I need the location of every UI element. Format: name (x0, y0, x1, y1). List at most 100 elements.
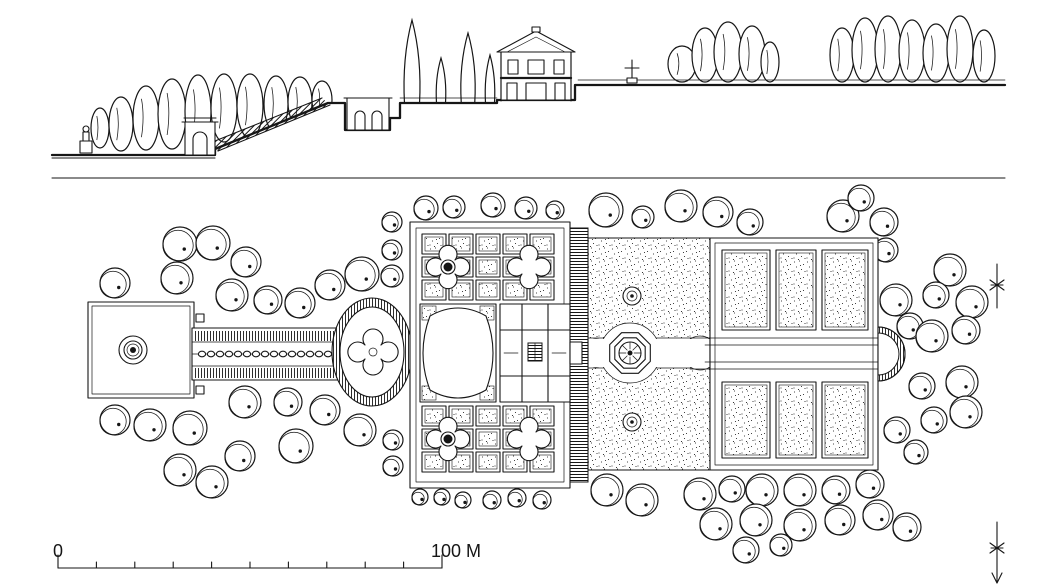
garden-exedra (877, 326, 906, 382)
tree-canopy (532, 490, 552, 510)
tree-canopy (442, 195, 466, 219)
tree-canopy (821, 475, 851, 505)
rosette-petal (632, 355, 639, 362)
scale-tick-group (57, 554, 443, 569)
tree-canopy (514, 196, 538, 220)
tree-canopy (824, 504, 856, 536)
tree-canopy (273, 387, 303, 417)
tree-canopy (855, 469, 885, 499)
parterre-bed (421, 451, 447, 473)
tree-canopy (224, 440, 256, 472)
quatrefoil-fountain (347, 328, 399, 376)
tree-canopy (862, 499, 894, 531)
tree-canopy (783, 508, 817, 542)
parterre-bed (502, 451, 528, 473)
section-elevation (50, 15, 1007, 179)
elevation-tree (946, 15, 974, 83)
water-chain-basin (251, 350, 261, 358)
tree-canopy (344, 256, 380, 292)
tree-canopy (683, 477, 717, 511)
parterre-bed (475, 428, 501, 450)
tree-canopy (879, 283, 913, 317)
water-chain-basin (224, 350, 234, 358)
tree-canopy (411, 488, 429, 506)
cypress-tree (484, 52, 496, 104)
tree-canopy (314, 269, 346, 301)
tree-canopy (920, 406, 948, 434)
tree-canopy (433, 488, 451, 506)
tree-canopy (769, 533, 793, 557)
tree-canopy (278, 428, 314, 464)
garden-bed (821, 249, 869, 331)
tree-canopy (590, 473, 624, 507)
elevation-tree (898, 19, 926, 83)
tree-canopy (847, 184, 875, 212)
tree-canopy (160, 261, 194, 295)
water-chain-basin (269, 350, 279, 358)
rosette-petal (621, 344, 628, 351)
parterre-bed (475, 233, 501, 255)
cascade-ramp-wall (209, 97, 331, 152)
villa-building-elevation (496, 26, 576, 102)
water-chain-basin (242, 350, 252, 358)
terrain-mass (52, 85, 1005, 166)
plan-tree-group (99, 184, 989, 564)
ramp-pedestal (195, 313, 205, 323)
tree-canopy (309, 394, 341, 426)
tree-canopy (545, 200, 565, 220)
garden-bed (721, 249, 771, 331)
water-chain-basin (260, 350, 270, 358)
tree-canopy (745, 473, 779, 507)
parterre-bed-group (421, 233, 555, 473)
elevation-tree (691, 27, 719, 83)
court-fountain (118, 335, 148, 365)
water-chain-basin (278, 350, 288, 358)
fountain-figure-elevation (624, 59, 640, 84)
parterre-bed (421, 233, 447, 255)
tree-canopy (172, 410, 208, 446)
tree-canopy (718, 475, 746, 503)
ramp-pedestal (195, 385, 205, 395)
tree-canopy (454, 491, 472, 509)
elevation-cypress-group (403, 17, 496, 105)
octagonal-fountain (609, 332, 651, 374)
building-porch (569, 341, 583, 365)
parterre-quatrefoil-bottom (506, 416, 552, 462)
tree-canopy (507, 488, 527, 508)
garden-bed (821, 381, 869, 459)
tree-canopy (625, 483, 659, 517)
water-chain-basin (233, 350, 243, 358)
parterre-quatrefoil-top (506, 244, 552, 290)
parterre-bed (475, 451, 501, 473)
scale-end-label: 100 M (431, 541, 481, 561)
tree-canopy (869, 207, 899, 237)
elevation-tree (738, 25, 766, 83)
tree-canopy (783, 473, 817, 507)
tree-canopy (631, 205, 655, 229)
cypress-tree (403, 17, 421, 105)
tree-canopy (664, 189, 698, 223)
tree-canopy (922, 281, 950, 309)
water-chain-basin (287, 350, 297, 358)
small-fountain-north (622, 286, 642, 306)
grotto-structure (343, 97, 393, 131)
elevation-tree (829, 27, 855, 83)
garden-bed-group (721, 249, 869, 459)
elevation-tree (760, 41, 780, 83)
tree-canopy (732, 536, 760, 564)
tree-canopy (482, 490, 502, 510)
cascade-ramp (191, 313, 351, 395)
water-chain-basin (206, 350, 216, 358)
elevation-tree (108, 96, 134, 152)
water-chain-basin (197, 350, 207, 358)
tree-canopy (381, 239, 403, 261)
tree-canopy (99, 404, 131, 436)
parterre-bed (421, 405, 447, 427)
rosette-petal (621, 355, 628, 362)
entrance-gate-pavilion (181, 117, 219, 156)
parterre-fountain-bottom (425, 416, 471, 462)
elevation-tree (874, 15, 902, 83)
water-chain-basin (323, 350, 333, 358)
